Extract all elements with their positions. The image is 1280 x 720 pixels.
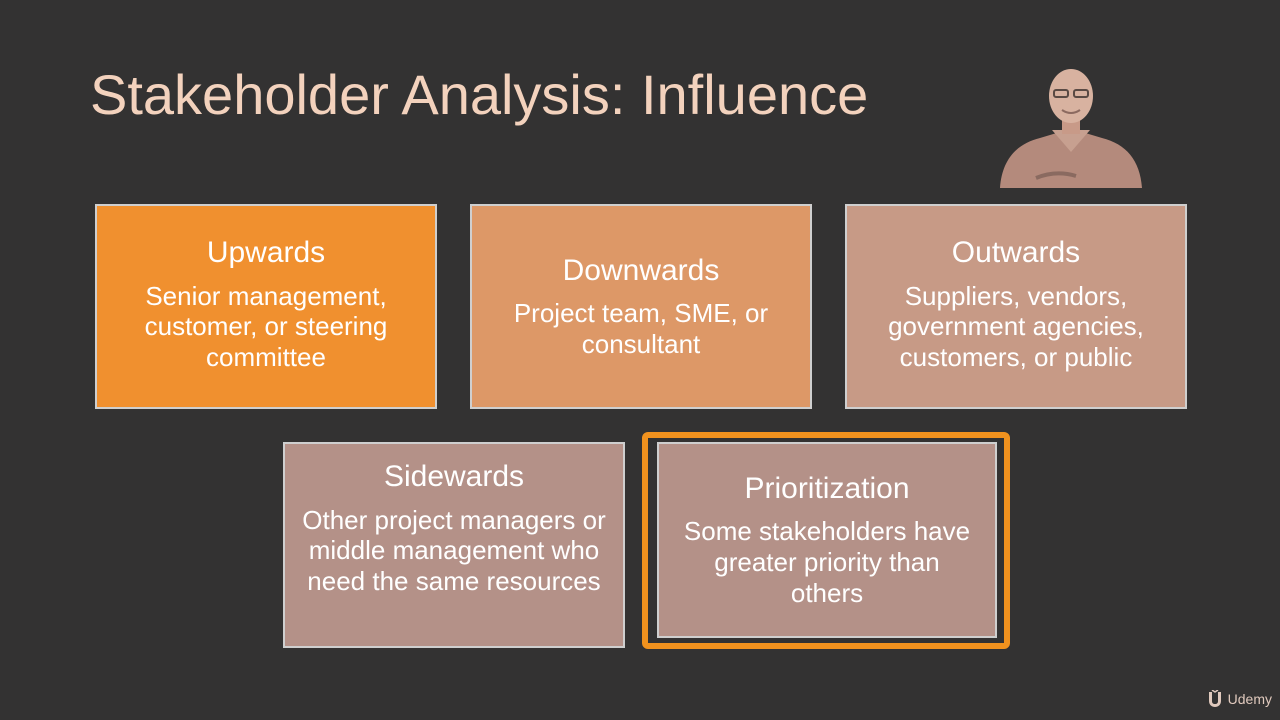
card-prioritization: Prioritization Some stakeholders have gr… [657, 442, 997, 638]
slide-title: Stakeholder Analysis: Influence [90, 63, 869, 126]
udemy-label: Udemy [1227, 691, 1272, 707]
card-outwards: Outwards Suppliers, vendors, government … [845, 204, 1187, 409]
card-downwards: Downwards Project team, SME, or consulta… [470, 204, 812, 409]
card-sidewards-heading: Sidewards [383, 460, 525, 493]
card-sidewards: Sidewards Other project managers or midd… [283, 442, 625, 648]
card-upwards-heading: Upwards [206, 236, 326, 269]
card-upwards: Upwards Senior management, customer, or … [95, 204, 437, 409]
card-sidewards-body: Other project managers or middle managem… [302, 504, 606, 596]
card-outwards-body: Suppliers, vendors, government agencies,… [888, 280, 1144, 372]
card-prioritization-heading: Prioritization [744, 471, 910, 505]
highlight-frame [642, 432, 1010, 649]
presenter-video-icon [996, 60, 1146, 188]
card-downwards-body: Project team, SME, or consultant [513, 298, 769, 359]
card-prioritization-body: Some stakeholders have greater priority … [683, 516, 971, 608]
card-downwards-heading: Downwards [562, 253, 720, 287]
card-upwards-body: Senior management, customer, or steering… [144, 280, 388, 372]
card-outwards-heading: Outwards [951, 236, 1081, 269]
udemy-logo-icon [1206, 690, 1224, 708]
udemy-watermark: Udemy [1206, 690, 1272, 708]
